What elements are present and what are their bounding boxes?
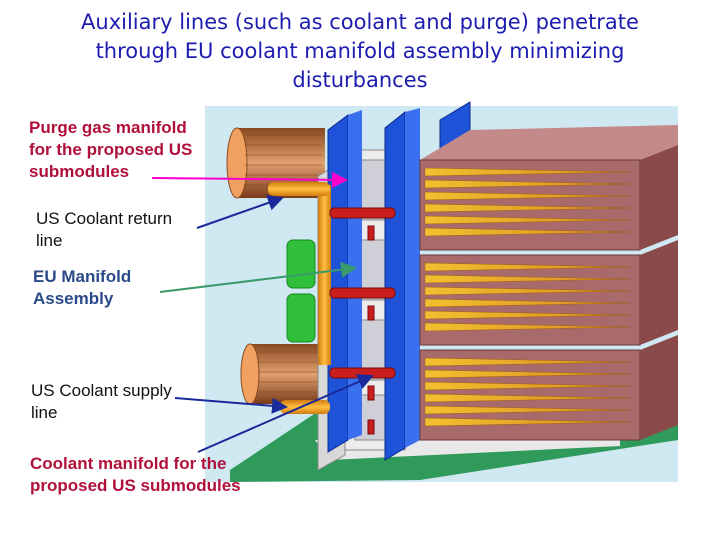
- title-line-3: disturbances: [292, 68, 428, 92]
- title-line-1: Auxiliary lines (such as coolant and pur…: [81, 10, 639, 34]
- arrow-supply-icon: [174, 397, 288, 414]
- arrow-eu-icon: [159, 261, 357, 293]
- arrow-purge-icon: [151, 171, 348, 188]
- breeder-box-bottom: [419, 335, 678, 441]
- purge-pipe-vertical: [318, 185, 331, 365]
- label-coolant-manifold: Coolant manifold for the proposed US sub…: [30, 454, 241, 495]
- breeder-box-middle: [419, 240, 678, 346]
- arrow-return-icon: [196, 195, 284, 229]
- title-line-2: through EU coolant manifold assembly min…: [95, 39, 625, 63]
- label-purge-gas-manifold: Purge gas manifold for the proposed US s…: [29, 118, 193, 181]
- breeder-box-top: [419, 125, 678, 251]
- red-coolant-pipes: [329, 207, 396, 435]
- diagram-title: Auxiliary lines (such as coolant and pur…: [20, 8, 700, 95]
- purge-pipe-top: [268, 182, 330, 196]
- label-us-coolant-supply: US Coolant supply line: [31, 381, 172, 422]
- label-eu-manifold-assembly: EU Manifold Assembly: [33, 267, 132, 308]
- arrow-coolant-icon: [197, 374, 374, 453]
- label-us-coolant-return: US Coolant return line: [36, 209, 173, 250]
